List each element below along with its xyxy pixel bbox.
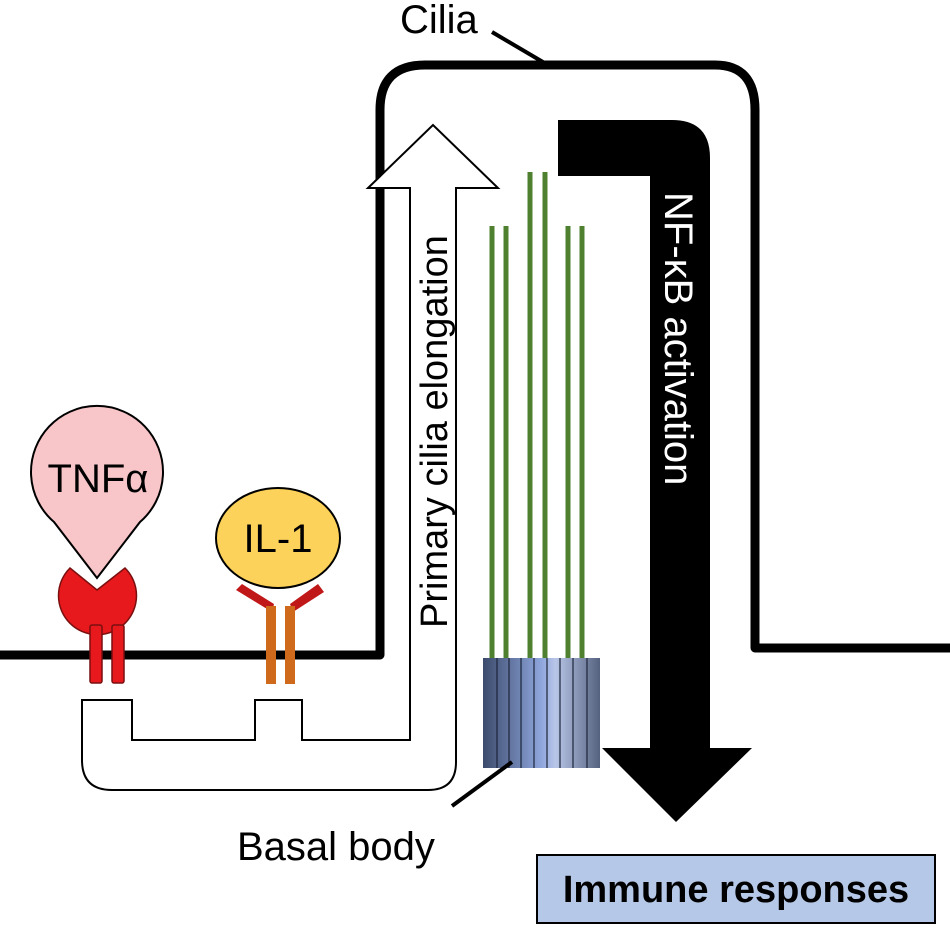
basal-body-label: Basal body (237, 825, 435, 869)
tnf-receptor (57, 566, 138, 684)
nfkb-activation-arrow (558, 120, 752, 822)
elongation-label: Primary cilia elongation (414, 235, 456, 628)
cilia-label: Cilia (400, 0, 479, 42)
immune-responses-box: Immune responses (536, 854, 936, 924)
elongation-arrow (81, 123, 501, 791)
cilia-leader-line (490, 30, 550, 67)
il1-ligand: IL-1 (215, 487, 341, 589)
basal-body (483, 658, 600, 768)
il1-label: IL-1 (244, 517, 313, 561)
nfkb-label: NF-κB activation (656, 192, 700, 485)
immune-responses-label: Immune responses (563, 869, 909, 911)
il1-receptor (236, 584, 324, 684)
tnf-alpha-label: TNFα (48, 457, 149, 501)
cell-membrane-cilium-outline (0, 60, 950, 660)
axoneme-microtubules (489, 172, 585, 658)
basal-body-leader-line (450, 760, 514, 808)
tnf-alpha-ligand: TNFα (30, 404, 164, 580)
